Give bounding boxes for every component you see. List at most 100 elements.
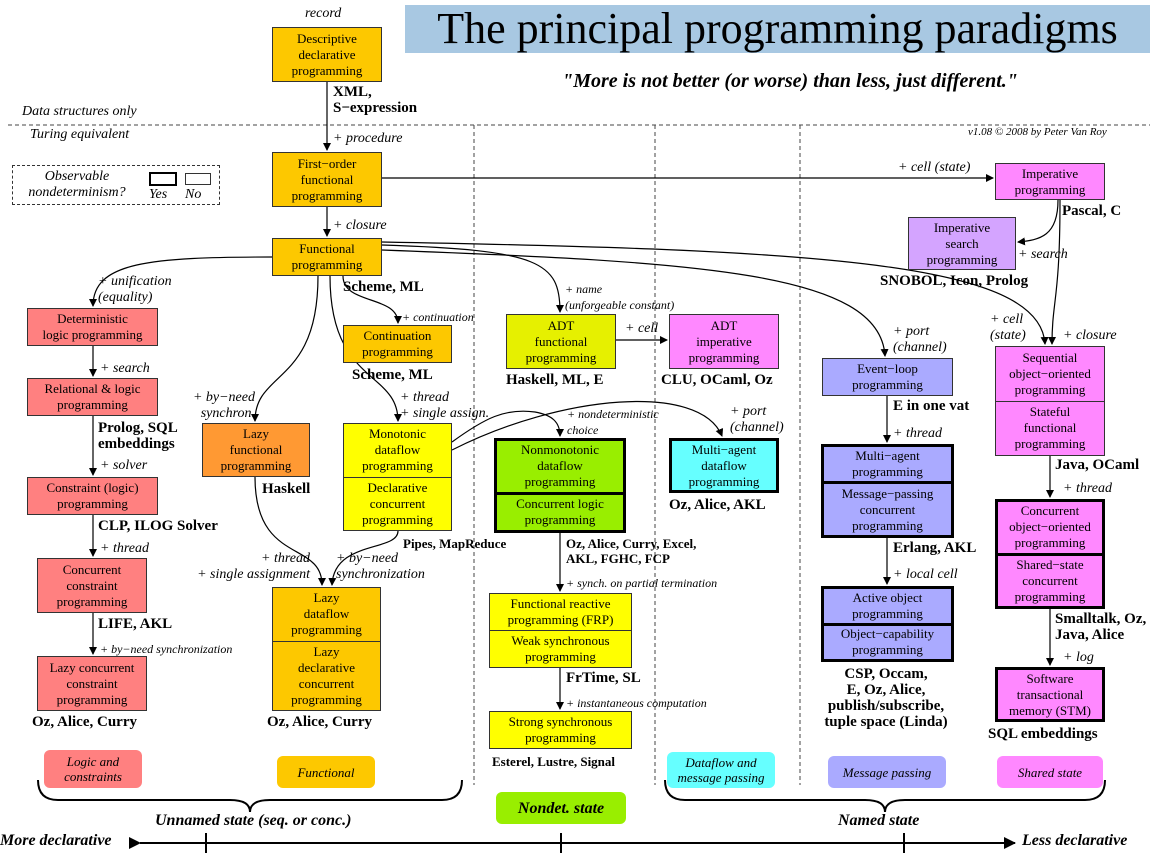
annotation-procedure: + procedure xyxy=(333,131,403,146)
annotation-esterel: Esterel, Lustre, Signal xyxy=(492,754,616,769)
edge-arrow xyxy=(451,410,564,443)
paradigm-label: Software transactional memory (STM) xyxy=(1009,670,1091,718)
edge-arrow xyxy=(328,530,399,586)
annotation-continuation-op: + continuation xyxy=(402,310,474,324)
paradigm-label: Multi−agent programming xyxy=(852,448,923,480)
region-turing: Turing equivalent xyxy=(30,127,130,142)
annotation-thread-oo: + thread xyxy=(1063,481,1112,496)
annotation-name: + name (unforgeable constant) xyxy=(565,282,675,312)
paradigm-box-frp: Functional reactive programming (FRP)Wea… xyxy=(489,593,632,668)
annotation-closure: + closure xyxy=(333,218,387,233)
annotation-thread-single2: + thread + single assignment xyxy=(197,551,310,582)
annotation-java-ocaml: Java, OCaml xyxy=(1055,457,1140,473)
paradigm-box-relational: Relational & logic programming xyxy=(27,378,158,416)
paradigm-label: Imperative search programming xyxy=(926,219,998,267)
annotation-thread-cc: + thread xyxy=(100,541,149,556)
region-data-structures: Data structures only xyxy=(22,104,137,119)
category-functional: Functional xyxy=(277,756,375,788)
edge-arrow xyxy=(1048,199,1061,345)
paradigm-box-lazy-cc: Lazy concurrent constraint programming xyxy=(37,656,147,711)
diagram-title: The principal programming paradigms xyxy=(405,5,1150,53)
legend-thick-swatch xyxy=(149,172,177,186)
annotation-csp: CSP, Occam, E, Oz, Alice, publish/subscr… xyxy=(824,666,948,730)
annotation-pipes: Pipes, MapReduce xyxy=(403,536,507,551)
annotation-log: + log xyxy=(1063,650,1094,665)
annotation-closure2: + closure xyxy=(1063,328,1117,343)
annotation-erlang: Erlang, AKL xyxy=(893,540,977,556)
annotation-scheme1: Scheme, ML xyxy=(343,279,424,295)
paradigm-label: Continuation programming xyxy=(362,328,433,359)
annotation-life: LIFE, AKL xyxy=(98,616,173,632)
annotation-local-cell: + local cell xyxy=(893,567,958,582)
edge-arrow xyxy=(381,244,564,313)
annotation-synch-partial: + synch. on partial termination xyxy=(566,576,718,590)
named-state-brace xyxy=(664,779,1106,813)
annotation-haskell-ml-e: Haskell, ML, E xyxy=(506,372,604,388)
legend-no: No xyxy=(185,187,202,202)
paradigm-label: Shared−state concurrent programming xyxy=(998,552,1102,607)
version-credit: v1.08 © 2008 by Peter Van Roy xyxy=(968,126,1107,138)
annotation-scheme2: Scheme, ML xyxy=(352,367,433,383)
paradigm-box-lazy-functional: Lazy functional programming xyxy=(202,423,310,477)
category-dataflow: Dataflow and message passing xyxy=(667,752,775,788)
paradigm-box-constraint: Constraint (logic) programming xyxy=(27,477,158,515)
paradigm-box-adt-imperative: ADT imperative programming xyxy=(669,314,779,369)
category-logic: Logic and constraints xyxy=(44,750,142,788)
paradigm-box-imperative: Imperative programming xyxy=(995,163,1105,200)
paradigm-label: Nonmonotonic dataflow programming xyxy=(521,442,599,490)
paradigm-label: Monotonic dataflow programming xyxy=(362,426,433,474)
paradigm-label: Strong synchronous programming xyxy=(508,714,613,745)
edge-arrow xyxy=(251,275,319,422)
annotation-xml: XML, S−expression xyxy=(333,84,418,116)
paradigm-label: Deterministic logic programming xyxy=(42,311,143,342)
annotation-byneed-sync3: + by−need synchronization xyxy=(100,642,233,656)
paradigm-label: ADT functional programming xyxy=(525,317,597,365)
annotation-search: + search xyxy=(100,361,150,376)
paradigm-label: Sequential object−oriented programming xyxy=(1009,349,1091,397)
paradigm-box-stm: Software transactional memory (STM) xyxy=(995,667,1105,722)
annotation-port-channel1: + port (channel) xyxy=(893,324,947,355)
annotation-clp: CLP, ILOG Solver xyxy=(98,518,218,534)
paradigm-box-strong-sync: Strong synchronous programming xyxy=(489,711,632,749)
annotation-byneed-sync2: + by−need synchronization xyxy=(336,551,425,582)
annotation-thread-single: + thread + single assign. xyxy=(400,390,490,421)
paradigm-box-event-loop: Event−loop programming xyxy=(822,358,953,396)
annotation-sql-embed: SQL embeddings xyxy=(988,726,1098,742)
edge-arrow xyxy=(451,400,724,451)
group-unnamed-state: Unnamed state (seq. or conc.) xyxy=(155,812,352,829)
annotation-haskell: Haskell xyxy=(262,481,311,497)
paradigm-label: Lazy concurrent constraint programming xyxy=(49,659,135,707)
paradigm-box-adt-functional: ADT functional programming xyxy=(506,314,616,369)
annotation-instantaneous: + instantaneous computation xyxy=(566,696,707,710)
annotation-solver: + solver xyxy=(100,458,148,473)
legend-label: Observable nondeterminism? xyxy=(28,169,126,200)
edge-arrow xyxy=(342,275,402,324)
paradigm-label: Functional programming xyxy=(291,241,363,272)
annotation-cell: + cell xyxy=(625,321,659,336)
annotation-cell-state2: + cell (state) xyxy=(990,312,1026,343)
paradigm-label: Message−passing concurrent programming xyxy=(824,481,951,535)
edge-arrow xyxy=(89,256,273,307)
category-nondet: Nondet. state xyxy=(496,792,626,824)
paradigm-box-multi-agent-dataflow: Multi−agent dataflow programming xyxy=(669,438,779,493)
paradigm-box-descriptive: Descriptive declarative programming xyxy=(272,27,382,82)
paradigm-label: Lazy dataflow programming xyxy=(291,590,362,638)
category-message: Message passing xyxy=(828,756,946,788)
unnamed-state-brace xyxy=(37,779,463,813)
annotation-oz-curry2: Oz, Alice, Curry xyxy=(267,714,372,730)
annotation-pascal: Pascal, C xyxy=(1062,203,1122,219)
paradigm-label: First−order functional programming xyxy=(291,155,363,203)
paradigm-label: Event−loop programming xyxy=(852,361,923,392)
paradigm-box-first-order: First−order functional programming xyxy=(272,152,382,207)
subtitle-quote: "More is not better (or worse) than less… xyxy=(562,70,1018,92)
axis-left-label: More declarative xyxy=(0,832,112,849)
annotation-smalltalk: Smalltalk, Oz, Java, Alice xyxy=(1055,611,1147,643)
paradigm-label: Lazy declarative concurrent programming xyxy=(273,640,380,710)
